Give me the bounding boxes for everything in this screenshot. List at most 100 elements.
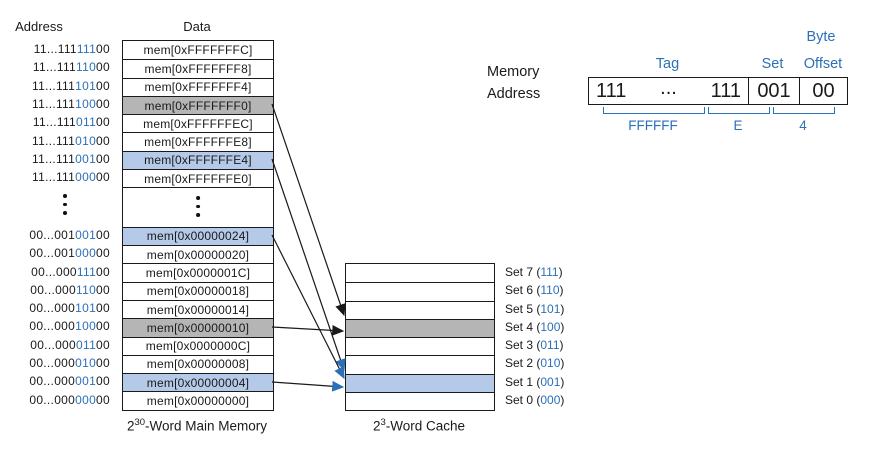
memory-address-label: Memory Address — [487, 62, 540, 105]
vertical-ellipsis — [63, 194, 67, 215]
arrow-mem00000010-to-set4 — [271, 325, 345, 336]
addr-set-bits: 100 — [75, 319, 97, 334]
addr-offset-bits: 00 — [96, 60, 110, 75]
memory-word: mem[0xFFFFFFF0] — [144, 98, 252, 113]
addr-offset-bits: 00 — [96, 246, 110, 261]
set-label: Set 7 (111) — [505, 263, 564, 281]
addr-offset-bits: 00 — [96, 301, 110, 316]
addr-tag-bits: 00...000 — [29, 319, 76, 334]
set-label: Set 1 (001) — [505, 373, 564, 391]
data-column-header: Data — [183, 19, 211, 34]
hex-value-tag: FFFFFF — [628, 118, 678, 133]
addr-offset-bits: 00 — [96, 337, 110, 352]
addr-set-bits: 110 — [76, 60, 97, 75]
addr-tag-bits: 11...111 — [32, 151, 76, 166]
addr-offset-bits: 00 — [96, 115, 110, 130]
memory-row: mem[0xFFFFFFE0] — [123, 169, 273, 187]
set-label: Set 3 (011) — [505, 336, 564, 354]
memory-word: mem[0x00000000] — [146, 394, 250, 409]
addr-offset-bits: 00 — [96, 97, 110, 112]
byte-offset-field: 00 — [799, 78, 847, 104]
cache-row-set4 — [346, 318, 494, 337]
set-field: 001 — [748, 78, 799, 104]
addr-tag-bits: 11...111 — [33, 42, 77, 57]
address-column-header: Address — [15, 19, 63, 34]
memory-row: mem[0xFFFFFFF8] — [123, 59, 273, 77]
hex-brace-tag — [603, 107, 705, 114]
set-index-bits: 110 — [540, 283, 560, 298]
set-index-bits: 011 — [540, 338, 560, 353]
addr-tag-bits: 00...000 — [30, 282, 77, 297]
addr-tag-bits: 00...000 — [29, 374, 76, 389]
addr-offset-bits: 00 — [96, 227, 110, 242]
memory-row-mapped-set4: mem[0xFFFFFFF0] — [123, 95, 273, 115]
memory-address-label-line2: Address — [487, 85, 541, 102]
memory-word: mem[0x0000000C] — [145, 339, 251, 354]
cache-row-set1 — [346, 373, 494, 392]
addr-tag-bits: 11...111 — [32, 115, 77, 130]
addr-set-bits: 000 — [75, 170, 97, 185]
addr-offset-bits: 00 — [96, 42, 110, 57]
set-paren: ) — [559, 338, 564, 353]
memory-ellipsis-gap — [123, 187, 273, 226]
addr-set-bits: 000 — [75, 392, 97, 407]
addr-tag-bits: 00...000 — [29, 392, 76, 407]
cache-row-set0 — [346, 391, 494, 410]
set-label: Set 5 (101) — [505, 300, 564, 318]
cache-row-set6 — [346, 282, 494, 300]
memory-word: mem[0xFFFFFFEC] — [143, 116, 253, 131]
memory-row: mem[0xFFFFFFFC] — [123, 41, 273, 59]
arrow-mem00000004-to-set1 — [271, 380, 345, 392]
memory-row-mapped-set1: mem[0x00000004] — [123, 373, 273, 392]
memory-word: mem[0xFFFFFFE0] — [144, 171, 252, 186]
set-field-label: Set — [761, 56, 784, 72]
byte-field-label: Byte — [806, 29, 836, 45]
memory-row: mem[0x00000018] — [123, 281, 273, 300]
addr-offset-bits: 00 — [96, 392, 110, 407]
main-memory-table: mem[0xFFFFFFFC] mem[0xFFFFFFF8] mem[0xFF… — [122, 40, 274, 411]
set-bits-value: 001 — [757, 79, 791, 102]
memory-row: mem[0x00000000] — [123, 391, 273, 409]
memory-row: mem[0xFFFFFFE8] — [123, 132, 273, 150]
cache-caption: 23-Word Cache — [372, 417, 466, 434]
cache-set-labels: Set 7 (111) Set 6 (110) Set 5 (101) Set … — [505, 263, 564, 409]
memory-word: mem[0xFFFFFFE4] — [144, 153, 252, 168]
cache-table — [345, 263, 495, 411]
addr-offset-bits: 00 — [96, 355, 110, 370]
addr-set-bits: 101 — [75, 301, 97, 316]
memory-word: mem[0x00000010] — [146, 320, 250, 335]
memory-word: mem[0xFFFFFFF8] — [144, 61, 252, 76]
addr-set-bits: 011 — [76, 115, 97, 130]
cache-row-set5 — [346, 300, 494, 319]
addr-set-bits: 001 — [75, 151, 97, 166]
set-index-bits: 010 — [540, 356, 561, 371]
set-name: Set 0 ( — [505, 392, 541, 407]
hex-value-low: 4 — [799, 118, 807, 133]
set-paren: ) — [558, 265, 563, 280]
addr-offset-bits: 00 — [96, 151, 110, 166]
main-memory-caption: 230-Word Main Memory — [126, 417, 268, 434]
set-name: Set 7 ( — [505, 265, 541, 280]
cache-row-set7 — [346, 264, 494, 282]
cache-row-set3 — [346, 337, 494, 355]
addr-offset-bits: 00 — [96, 170, 110, 185]
hex-value-mid: E — [733, 118, 743, 133]
address-ellipsis-gap — [0, 186, 110, 225]
addr-set-bits: 001 — [75, 374, 97, 389]
addr-set-bits: 010 — [75, 355, 97, 370]
set-index-bits: 100 — [540, 319, 561, 334]
addr-offset-bits: 00 — [96, 264, 110, 279]
memory-row: mem[0xFFFFFFEC] — [123, 114, 273, 132]
